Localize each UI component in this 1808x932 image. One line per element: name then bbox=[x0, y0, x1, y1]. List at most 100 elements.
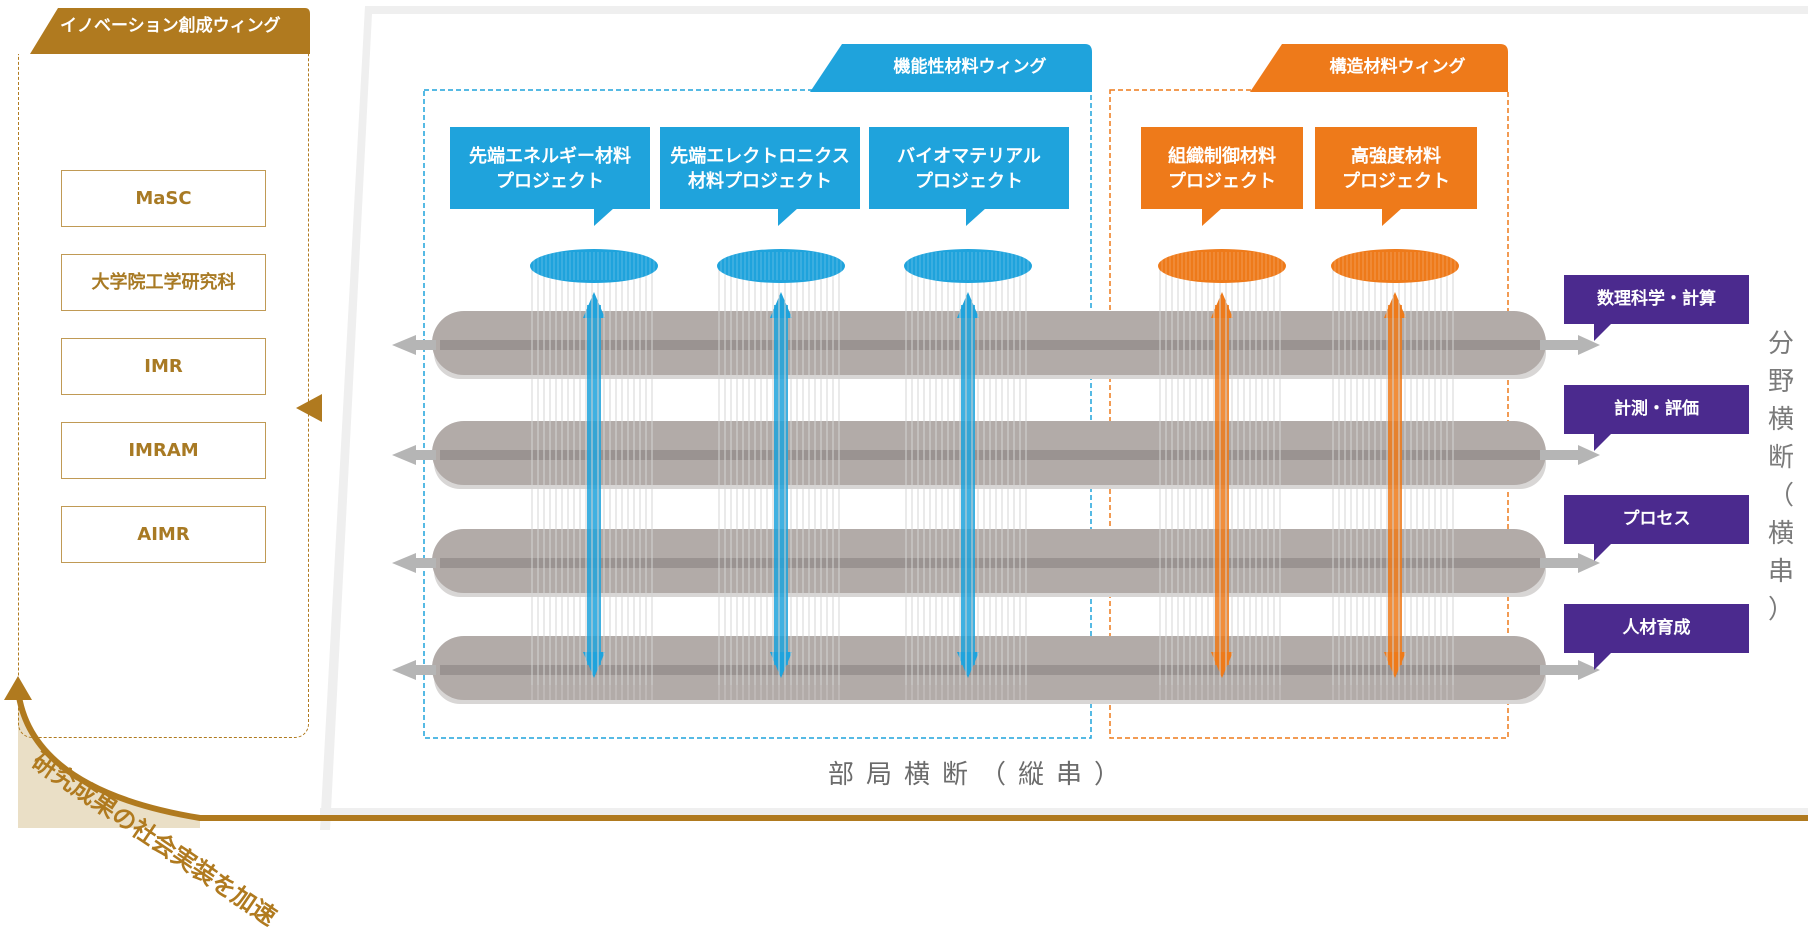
project-bio-line1: バイオマテリアル bbox=[897, 146, 1041, 167]
functional-wing-title: 機能性材料ウィング bbox=[893, 57, 1047, 77]
arrow-up-icon bbox=[583, 292, 605, 318]
feedback-arrow-icon bbox=[296, 394, 322, 422]
callout-shapes bbox=[450, 127, 1612, 670]
field-callout-shape bbox=[1594, 433, 1612, 451]
arrow-down-icon bbox=[583, 652, 605, 678]
institution-imr[interactable]: IMR bbox=[61, 338, 266, 395]
field-measurement-evaluation[interactable]: 計測・評価 bbox=[1564, 385, 1749, 434]
cross-department-axis-label: 部局横断（縦串） bbox=[827, 760, 1132, 790]
arrow-down-icon bbox=[957, 652, 979, 678]
arrow-shaft bbox=[1215, 305, 1229, 665]
callout-box bbox=[869, 127, 1069, 209]
bottom-frame-line bbox=[320, 808, 1808, 816]
arrow-down-icon bbox=[1384, 652, 1406, 678]
field-callout-shape bbox=[1594, 323, 1612, 341]
diagram-canvas bbox=[4, 6, 1808, 830]
arrow-shaft bbox=[961, 305, 975, 665]
acceleration-area bbox=[18, 690, 200, 828]
functional-wing-tab-shape bbox=[810, 44, 1092, 92]
project-cylinder bbox=[904, 249, 1032, 685]
project-energy-line1: 先端エネルギー材料 bbox=[469, 146, 631, 167]
cylinder-top bbox=[530, 249, 658, 283]
project-callout-shape bbox=[450, 127, 650, 226]
project-high-strength[interactable]: 高強度材料 プロジェクト bbox=[1315, 144, 1477, 194]
functional-wing-box bbox=[423, 89, 1092, 739]
band-left-arrow-icon bbox=[392, 445, 416, 465]
project-callout-shape bbox=[1141, 127, 1303, 226]
innovation-wing-box bbox=[18, 54, 309, 738]
band-left-arrow-icon bbox=[392, 660, 416, 680]
institution-engineering[interactable]: 大学院工学研究科 bbox=[61, 254, 266, 311]
arrow-shaft bbox=[587, 305, 601, 665]
project-callout-shape bbox=[869, 127, 1069, 226]
band-right-shaft bbox=[1540, 450, 1588, 460]
project-microstructure-line2: プロジェクト bbox=[1168, 171, 1276, 192]
project-biomaterials[interactable]: バイオマテリアル プロジェクト bbox=[870, 144, 1068, 194]
band-left-shaft bbox=[412, 340, 436, 350]
structural-wing-box bbox=[1109, 89, 1509, 739]
project-cylinder bbox=[717, 249, 845, 685]
project-highstrength-line2: プロジェクト bbox=[1342, 171, 1450, 192]
band-left-shaft bbox=[412, 558, 436, 568]
band-left-arrow-icon bbox=[392, 553, 416, 573]
band-right-arrow-icon bbox=[1578, 445, 1600, 465]
cylinder-top bbox=[904, 249, 1032, 283]
project-electronics-line1: 先端エレクトロニクス bbox=[670, 146, 850, 167]
project-cylinders bbox=[530, 249, 1459, 685]
callout-box bbox=[660, 127, 860, 209]
band-right-shaft bbox=[1540, 558, 1588, 568]
arrow-up-icon bbox=[1384, 292, 1406, 318]
field-callout-shape bbox=[1594, 543, 1612, 561]
institution-aimr[interactable]: AIMR bbox=[61, 506, 266, 563]
field-process[interactable]: プロセス bbox=[1564, 495, 1749, 544]
band-right-shaft bbox=[1540, 340, 1588, 350]
arrow-shaft bbox=[774, 305, 788, 665]
project-microstructure-control[interactable]: 組織制御材料 プロジェクト bbox=[1141, 144, 1303, 194]
band-left-shaft bbox=[412, 450, 436, 460]
callout-tail bbox=[1382, 208, 1402, 226]
callout-box bbox=[450, 127, 650, 209]
cylinder-top bbox=[1331, 249, 1459, 283]
arrow-up-icon bbox=[770, 292, 792, 318]
project-cylinder bbox=[530, 249, 658, 685]
band-right-shaft bbox=[1540, 665, 1588, 675]
field-callout-tail bbox=[1594, 652, 1612, 670]
structural-wing-title: 構造材料ウィング bbox=[1329, 57, 1466, 77]
callout-box bbox=[1315, 127, 1477, 209]
innovation-wing-title: イノベーション創成ウィング bbox=[60, 16, 281, 36]
callout-tail bbox=[966, 208, 986, 226]
callout-tail bbox=[1202, 208, 1222, 226]
arrow-up-icon bbox=[1211, 292, 1233, 318]
acceleration-curve bbox=[15, 689, 1808, 821]
project-microstructure-line1: 組織制御材料 bbox=[1168, 146, 1276, 167]
project-callout-shape bbox=[660, 127, 860, 226]
project-electronics-materials[interactable]: 先端エレクトロニクス 材料プロジェクト bbox=[660, 144, 860, 194]
band-right-arrow-icon bbox=[1578, 335, 1600, 355]
project-electronics-line2: 材料プロジェクト bbox=[688, 171, 832, 192]
field-callout-tail bbox=[1594, 323, 1612, 341]
band-right-arrow-icon bbox=[1578, 660, 1600, 680]
institution-masc[interactable]: MaSC bbox=[61, 170, 266, 227]
band-right-arrow-icon bbox=[1578, 553, 1600, 573]
band-left-shaft bbox=[412, 665, 436, 675]
field-callout-shape bbox=[1594, 652, 1612, 670]
project-callout-shape bbox=[1315, 127, 1477, 226]
arrow-shaft bbox=[1388, 305, 1402, 665]
cylinder-top bbox=[1158, 249, 1286, 283]
innovation-tab-shape bbox=[30, 8, 310, 54]
callout-tail bbox=[778, 208, 798, 226]
project-cylinder bbox=[1331, 249, 1459, 685]
project-cylinder bbox=[1158, 249, 1286, 685]
field-math-computation[interactable]: 数理科学・計算 bbox=[1564, 275, 1749, 324]
institution-imram[interactable]: IMRAM bbox=[61, 422, 266, 479]
project-energy-line2: プロジェクト bbox=[496, 171, 604, 192]
band-left-arrow-icon bbox=[392, 335, 416, 355]
field-callout-tail bbox=[1594, 433, 1612, 451]
field-human-resources[interactable]: 人材育成 bbox=[1564, 604, 1749, 653]
structural-wing-tab-shape bbox=[1250, 44, 1508, 92]
field-callout-tail bbox=[1594, 543, 1612, 561]
project-energy-materials[interactable]: 先端エネルギー材料 プロジェクト bbox=[450, 144, 650, 194]
arrow-down-icon bbox=[1211, 652, 1233, 678]
arrow-down-icon bbox=[770, 652, 792, 678]
arrow-up-icon bbox=[957, 292, 979, 318]
